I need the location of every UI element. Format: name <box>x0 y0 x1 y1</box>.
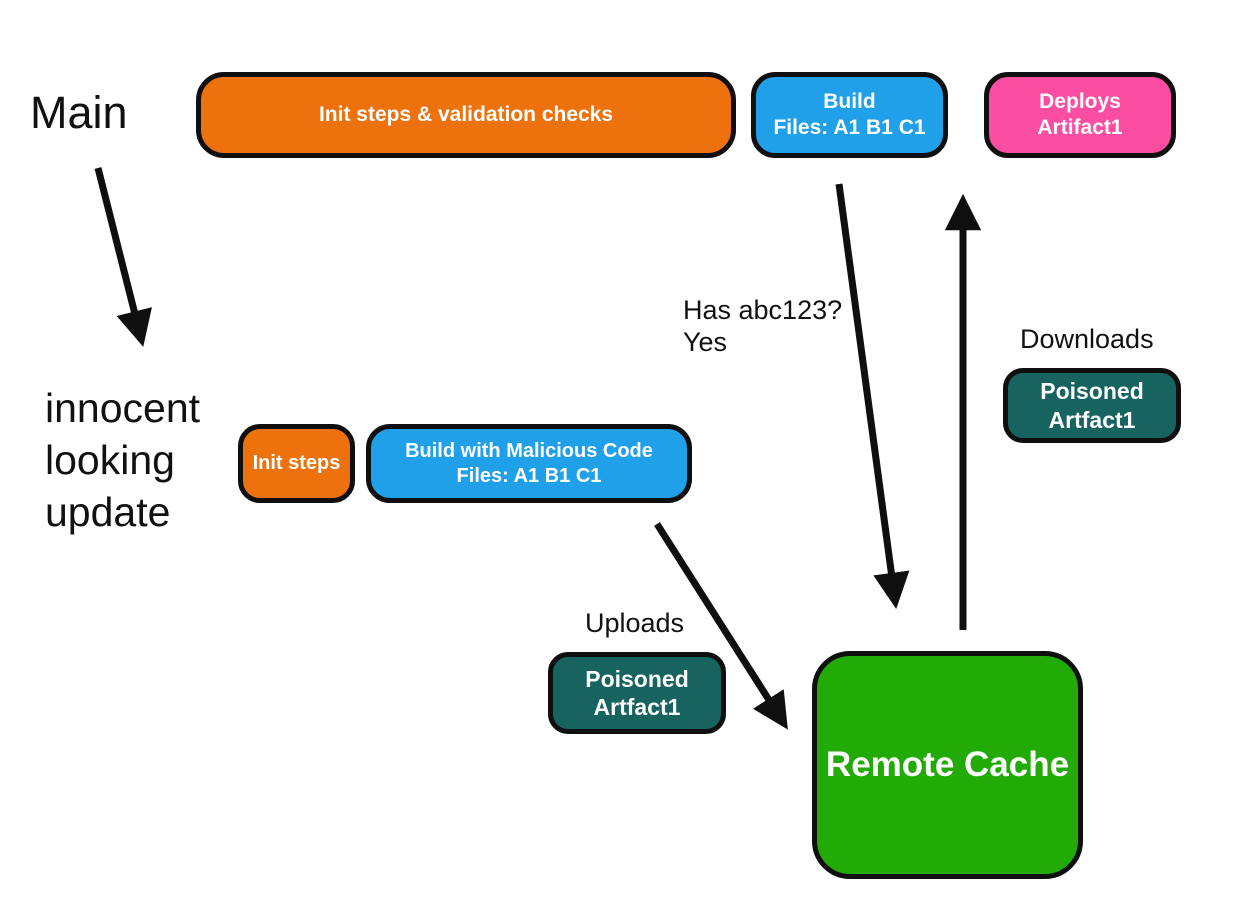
main-to-innocent-update-arrow <box>94 167 152 347</box>
build-malicious-node: Build with Malicious Code Files: A1 B1 C… <box>366 424 692 503</box>
deploys-artifact-node: Deploys Artifact1 <box>984 72 1176 158</box>
build-to-remote-cache-arrow <box>835 183 910 610</box>
main-branch-label: Main <box>30 87 128 138</box>
has-abc123-annotation: Has abc123? Yes <box>683 295 843 358</box>
init-steps-node: Init steps <box>238 424 355 503</box>
innocent-update-label: innocent looking update <box>45 385 201 536</box>
remote-cache-node: Remote Cache <box>812 651 1083 879</box>
uploads-annotation: Uploads <box>585 608 685 638</box>
downloads-annotation: Downloads <box>1020 324 1154 354</box>
poisoned-artifact-upload-node: Poisoned Artfact1 <box>548 652 726 734</box>
build-node: Build Files: A1 B1 C1 <box>751 72 948 158</box>
init-validation-node: Init steps & validation checks <box>196 72 736 158</box>
poisoned-artifact-download-node: Poisoned Artfact1 <box>1003 368 1181 443</box>
